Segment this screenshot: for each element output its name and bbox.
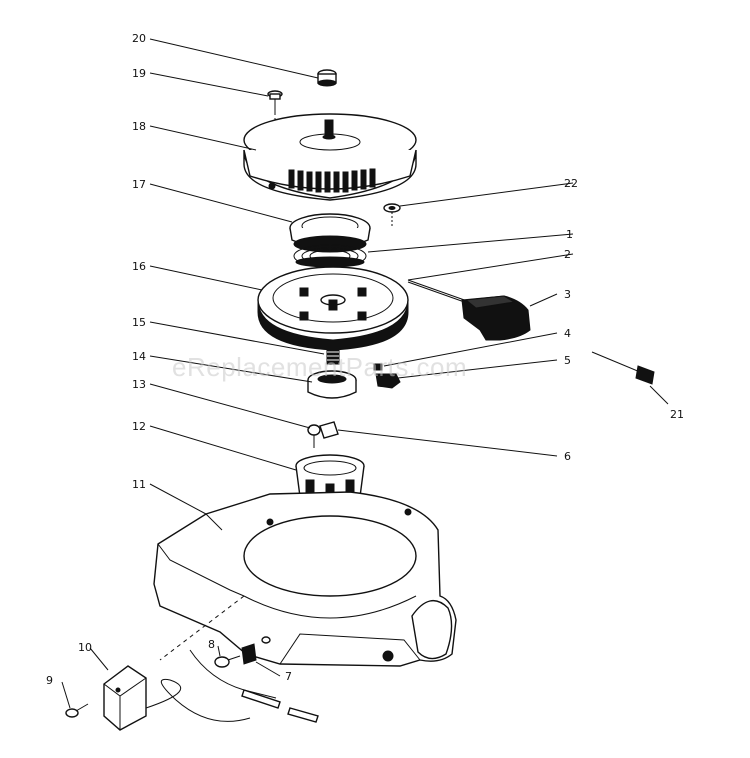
part-11-blower-housing: [153, 491, 457, 667]
part-5-pawl: [375, 373, 401, 389]
part-10-ignition-module: [103, 665, 251, 731]
callout-18: 18: [132, 120, 146, 133]
part-22-washer: [383, 203, 401, 226]
callout-19: 19: [132, 67, 146, 80]
part-8-screw: [214, 655, 241, 668]
part-9-screw: [65, 703, 89, 718]
callout-2: 2: [564, 248, 571, 261]
callout-6: 6: [564, 450, 571, 463]
callout-1: 1: [566, 228, 573, 241]
leader-lines: [61, 38, 669, 709]
part-21-rod: [591, 351, 655, 385]
part-13-screw: [307, 424, 321, 448]
watermark: eReplacementParts.com: [172, 352, 467, 382]
part-14-retainer: [307, 370, 357, 399]
callout-8: 8: [208, 638, 215, 651]
callout-17: 17: [132, 178, 146, 191]
callout-labels: 20 19 18 17 22 1 2 16 3 15 4 14 5 13 21 …: [46, 32, 684, 687]
part-17-pulley: [289, 213, 371, 253]
callout-4: 4: [564, 327, 571, 340]
callout-20: 20: [132, 32, 146, 45]
callout-21: 21: [670, 408, 684, 421]
part-4-screw: [373, 363, 383, 371]
callout-5: 5: [564, 354, 571, 367]
callout-16: 16: [132, 260, 146, 273]
callout-14: 14: [132, 350, 146, 363]
callout-10: 10: [78, 641, 92, 654]
housing-vents: [288, 168, 376, 193]
part-16-rotor: [257, 266, 409, 351]
callout-3: 3: [564, 288, 571, 301]
callout-9: 9: [46, 674, 53, 687]
callout-15: 15: [132, 316, 146, 329]
part-3-handle: [461, 295, 531, 341]
part-1-rewind-spring: [293, 244, 367, 268]
callout-22: 22: [564, 177, 578, 190]
callout-7: 7: [285, 670, 292, 683]
part-20-nut: [317, 69, 337, 87]
callout-13: 13: [132, 378, 146, 391]
callout-12: 12: [132, 420, 146, 433]
part-2-rope: [407, 279, 471, 305]
callout-11: 11: [132, 478, 146, 491]
part-18-starter-housing: [243, 113, 417, 201]
part-15-spring: [326, 347, 340, 365]
part-7-terminal: [189, 636, 319, 723]
part-6-clip: [319, 421, 339, 439]
